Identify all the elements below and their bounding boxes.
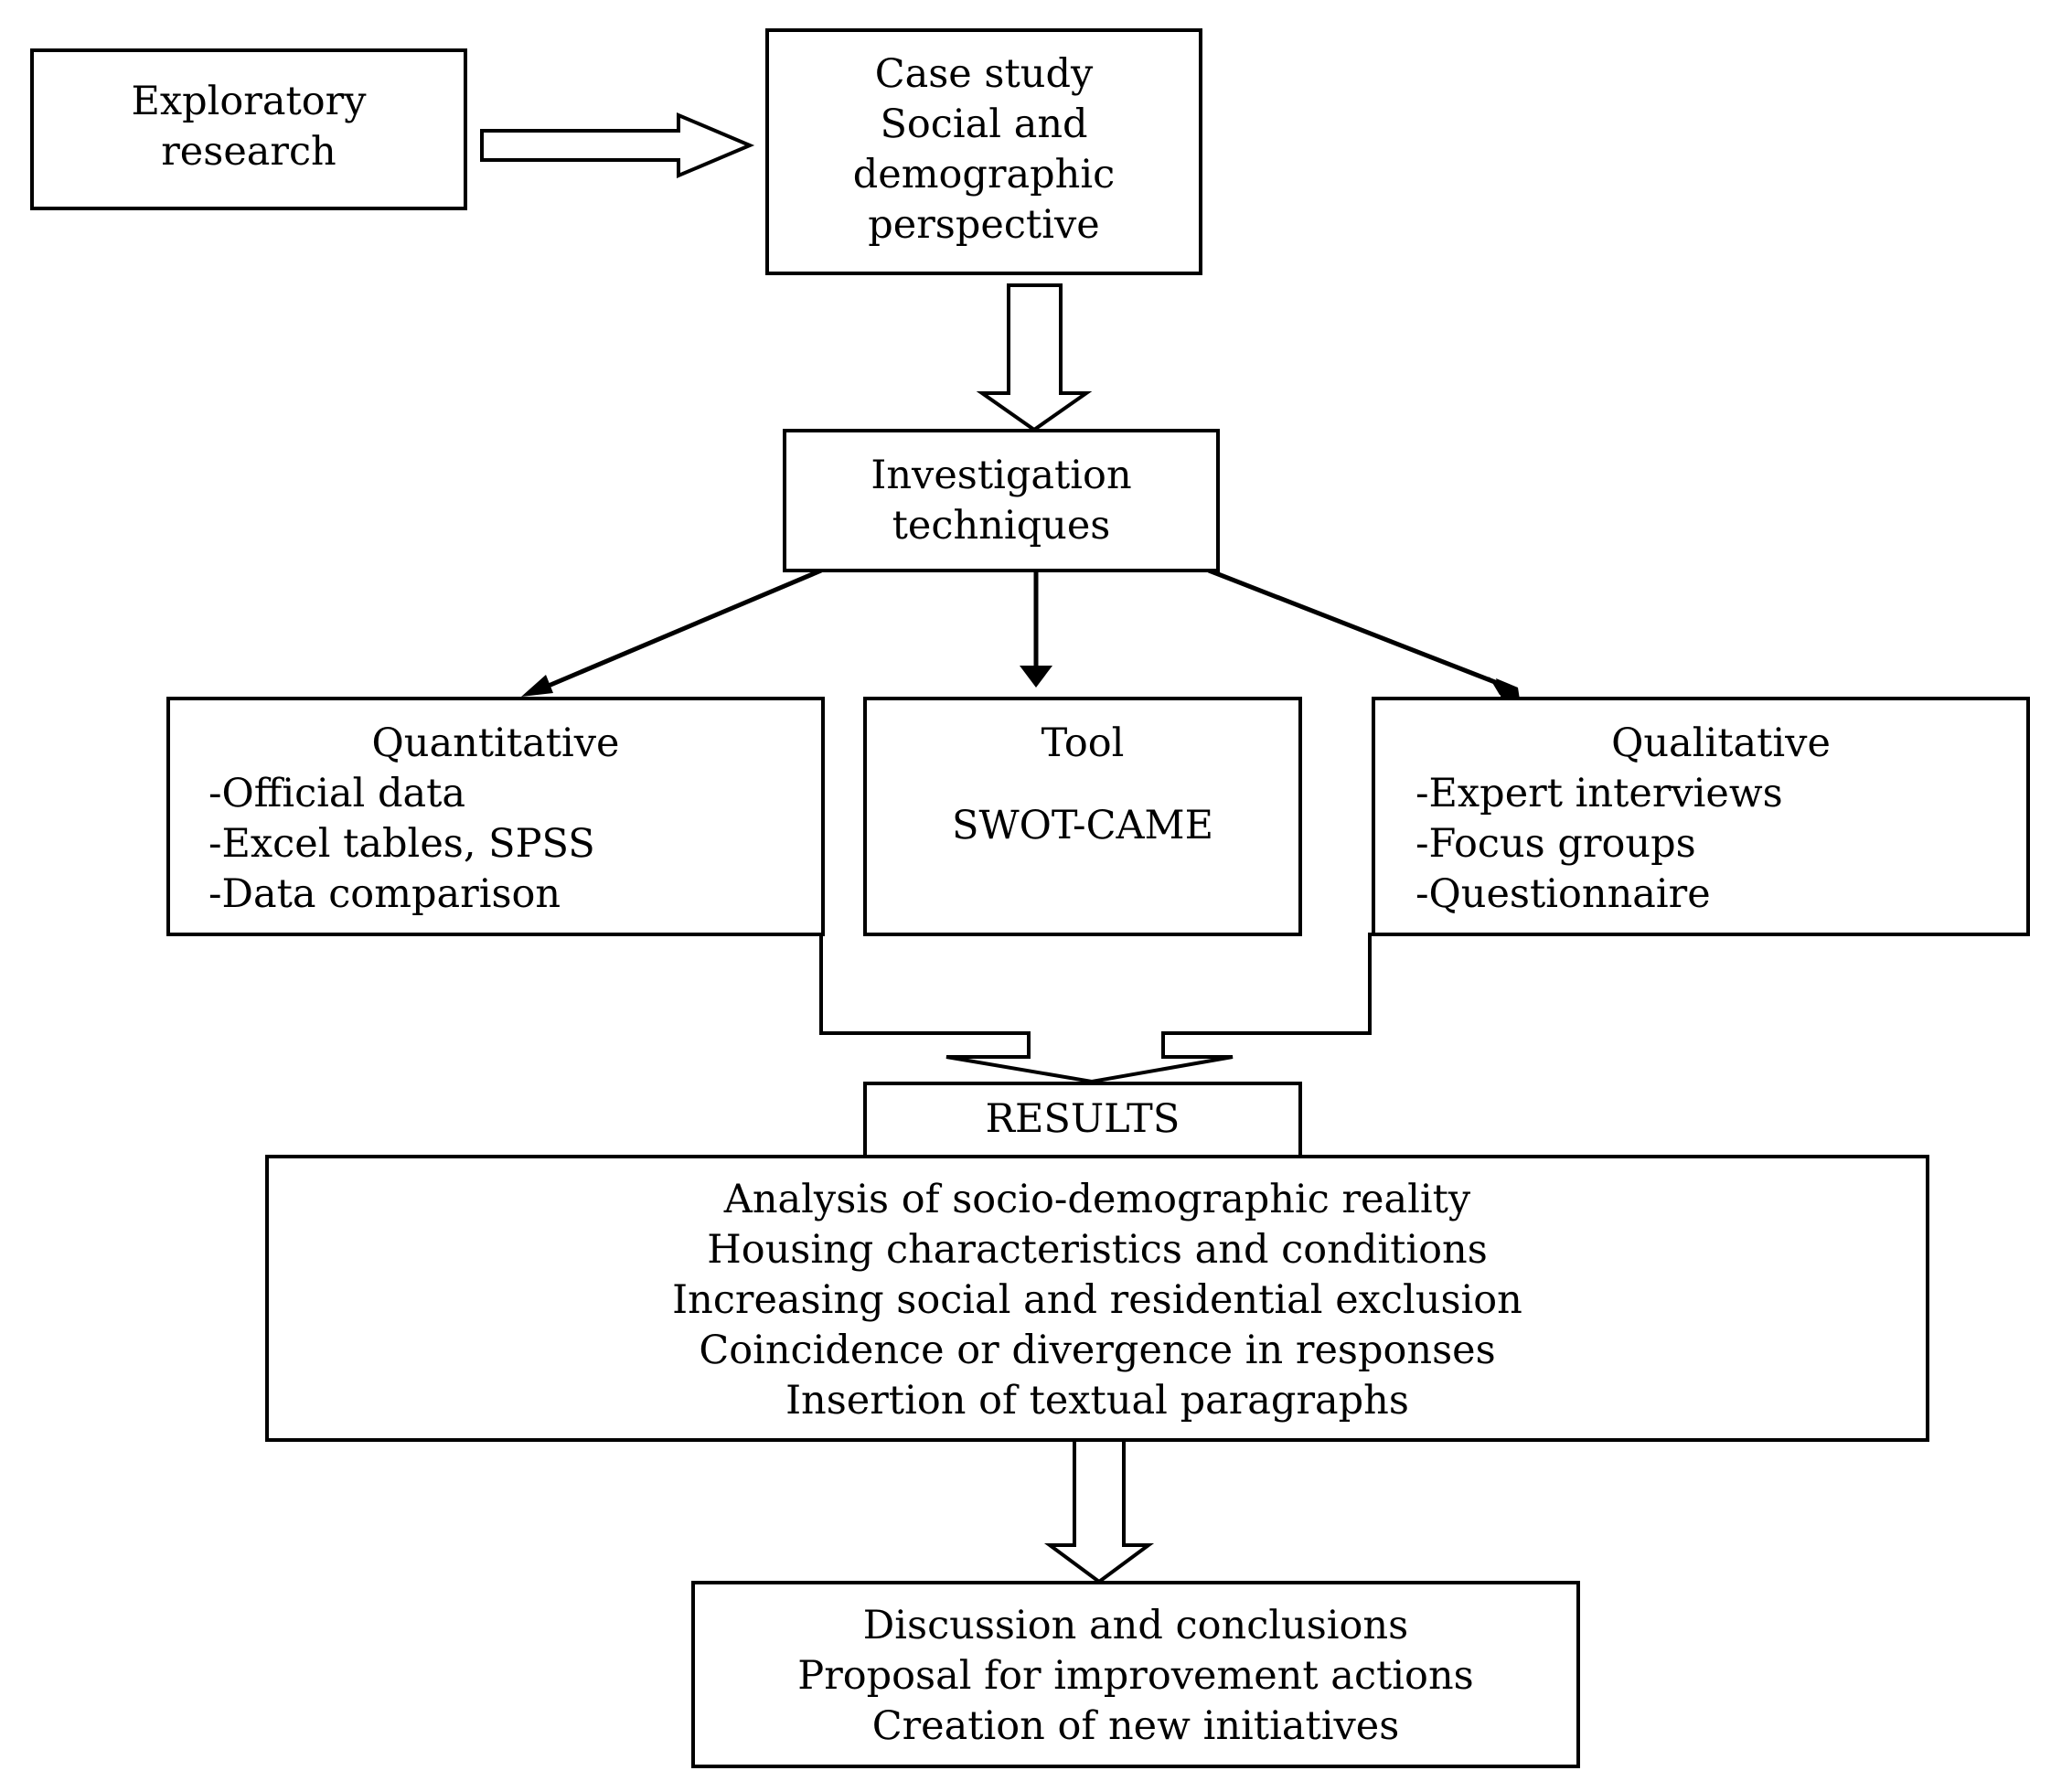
conclusions-box: Discussion and conclusions Proposal for … (691, 1581, 1580, 1768)
arrow-case-study-to-investigation (976, 283, 1093, 432)
exploratory-line-2: research (161, 129, 336, 175)
quantitative-item: -Data comparison (208, 871, 561, 917)
arrow-exploratory-to-case-study (480, 112, 755, 179)
quantitative-box: Quantitative -Official data -Excel table… (166, 697, 825, 936)
arrow-investigation-to-quantitative (537, 568, 822, 693)
quantitative-item: -Official data (208, 771, 466, 816)
investigation-line-1: Investigation (871, 453, 1132, 498)
qualitative-item: -Expert interviews (1415, 771, 1783, 816)
results-line: Insertion of textual paragraphs (785, 1378, 1409, 1424)
exploratory-research-box: Exploratory research (30, 48, 467, 210)
exploratory-line-1: Exploratory (131, 79, 367, 124)
arrowhead-quantitative (521, 675, 553, 697)
results-line: Analysis of socio-demographic reality (723, 1177, 1471, 1222)
results-line: Increasing social and residential exclus… (672, 1277, 1522, 1323)
results-line: Coincidence or divergence in responses (699, 1328, 1496, 1373)
investigation-techniques-box: Investigation techniques (783, 429, 1220, 572)
arrow-investigation-to-qualitative (1208, 568, 1501, 687)
case-study-line-1: Case study (874, 51, 1094, 97)
case-study-box: Case study Social and demographic perspe… (765, 28, 1202, 275)
conclusions-line: Discussion and conclusions (862, 1603, 1409, 1648)
tool-name: SWOT-CAME (952, 803, 1213, 848)
merge-connector-to-results (819, 933, 1372, 1084)
qualitative-item: -Focus groups (1415, 821, 1696, 867)
case-study-line-3: demographic (852, 152, 1116, 197)
case-study-line-2: Social and (880, 101, 1088, 147)
quantitative-item: -Excel tables, SPSS (208, 821, 595, 867)
qualitative-item: -Questionnaire (1415, 871, 1711, 917)
conclusions-line: Proposal for improvement actions (797, 1653, 1474, 1699)
investigation-line-2: techniques (892, 503, 1111, 549)
results-box: Analysis of socio-demographic reality Ho… (265, 1155, 1929, 1442)
qualitative-title: Qualitative (1611, 720, 1831, 766)
results-label-box: RESULTS (863, 1082, 1302, 1158)
tool-box: Tool SWOT-CAME (863, 697, 1302, 936)
tool-title: Tool (1041, 720, 1125, 766)
results-line: Housing characteristics and conditions (707, 1227, 1488, 1273)
arrow-results-to-conclusions (1043, 1436, 1155, 1584)
results-label: RESULTS (985, 1096, 1180, 1142)
case-study-line-4: perspective (868, 202, 1100, 248)
conclusions-line: Creation of new initiatives (871, 1703, 1400, 1749)
quantitative-title: Quantitative (371, 720, 620, 766)
qualitative-box: Qualitative -Expert interviews -Focus gr… (1372, 697, 2030, 936)
arrowhead-tool (1020, 666, 1052, 688)
